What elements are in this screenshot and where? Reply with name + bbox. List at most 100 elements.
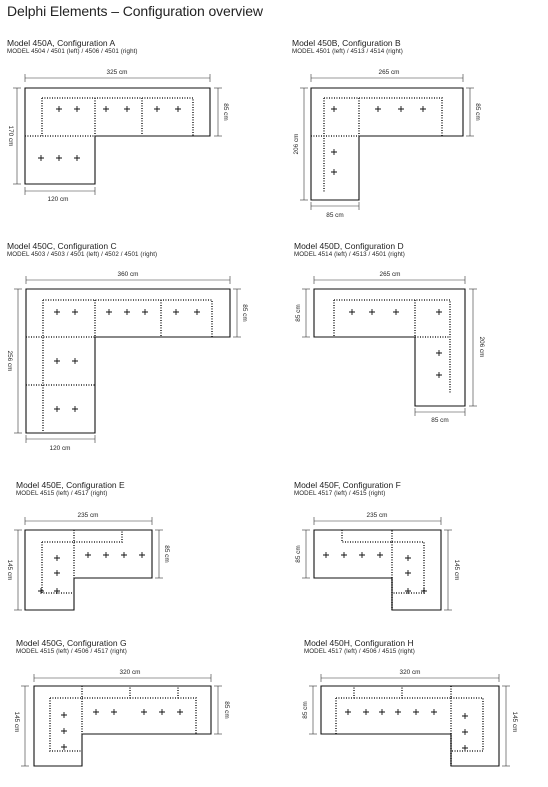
model-name: Model 450F, Configuration F: [294, 480, 401, 490]
width-dimension: 235 cm: [24, 512, 153, 525]
chaise-width-dimension: 85 cm: [414, 408, 466, 424]
dim-label: 85 cm: [326, 212, 343, 219]
config-f-header: Model 450F, Configuration F MODEL 4517 (…: [294, 480, 401, 498]
module-list: MODEL 4515 (left) / 4517 (right): [16, 490, 108, 497]
width-dimension: 265 cm: [313, 271, 466, 284]
model-name: Model 450D, Configuration D: [294, 241, 404, 251]
module-list: MODEL 4515 (left) / 4506 / 4517 (right): [16, 648, 127, 655]
dim-label: 206 cm: [478, 337, 485, 358]
seat-depth-dimension: 85 cm: [155, 529, 170, 579]
seat-cushion-markers: [38, 552, 145, 594]
dim-label: 85 cm: [222, 103, 229, 120]
dim-label: 170 cm: [7, 126, 14, 147]
seat-depth-dimension: 85 cm: [466, 87, 481, 137]
dim-label: 320 cm: [120, 669, 141, 676]
dim-label: 265 cm: [380, 271, 401, 278]
config-d-header: Model 450D, Configuration D MODEL 4514 (…: [294, 241, 405, 259]
config-e-diagram: 235 cm 145 cm 85 cm: [6, 512, 170, 611]
model-name: Model 450E, Configuration E: [16, 480, 125, 490]
sofa-outline: [24, 87, 211, 185]
dim-label: 145 cm: [6, 560, 13, 581]
dim-label: 145 cm: [13, 712, 20, 733]
sofa-outline: [25, 288, 231, 434]
sofa-outline: [313, 529, 442, 611]
dim-label: 85 cm: [431, 417, 448, 424]
seat-cushion-markers: [61, 709, 183, 750]
sofa-outline: [310, 87, 464, 201]
dim-label: 256 cm: [6, 351, 13, 372]
width-dimension: 320 cm: [33, 669, 212, 682]
model-name: Model 450A, Configuration A: [7, 38, 116, 48]
width-dimension: 360 cm: [25, 271, 231, 284]
module-list: MODEL 4504 / 4501 (left) / 4506 / 4501 (…: [7, 48, 138, 55]
seat-depth-dimension: 85 cm: [233, 288, 248, 338]
seat-cushion-markers: [331, 106, 426, 175]
depth-dimension: 206 cm: [469, 288, 485, 407]
model-name: Model 450B, Configuration B: [292, 38, 401, 48]
config-f-diagram: 235 cm 85 cm 145 cm: [295, 512, 460, 611]
dim-label: 235 cm: [78, 512, 99, 519]
seat-cushion-markers: [54, 309, 200, 412]
depth-dimension: 206 cm: [293, 87, 308, 201]
module-list: MODEL 4514 (left) / 4513 / 4501 (right): [294, 251, 405, 258]
dim-label: 85 cm: [302, 701, 309, 718]
seat-cushion-markers: [349, 309, 442, 378]
dim-label: 325 cm: [107, 69, 128, 76]
page-title: Delphi Elements – Configuration overview: [7, 3, 263, 19]
config-a-header: Model 450A, Configuration A MODEL 4504 /…: [7, 38, 138, 56]
config-b-diagram: 265 cm 206 cm 85 cm 85 cm: [293, 69, 481, 219]
sofa-outline: [24, 529, 153, 611]
seat-cushion-markers: [323, 552, 427, 594]
dim-label: 85 cm: [295, 545, 302, 562]
width-dimension: 320 cm: [320, 669, 500, 682]
config-h-diagram: 320 cm 85 cm 145 cm: [302, 669, 518, 767]
module-list: MODEL 4501 (left) / 4513 / 4514 (right): [292, 48, 403, 55]
model-name: Model 450H, Configuration H: [304, 638, 414, 648]
dim-label: 120 cm: [50, 445, 71, 452]
sofa-outline: [33, 685, 212, 767]
config-g-diagram: 320 cm 145 cm 85 cm: [13, 669, 230, 767]
dim-label: 85 cm: [223, 701, 230, 718]
dim-label: 145 cm: [453, 560, 460, 581]
config-h-header: Model 450H, Configuration H MODEL 4517 (…: [304, 638, 415, 656]
config-g-header: Model 450G, Configuration G MODEL 4515 (…: [16, 638, 127, 656]
dim-label: 85 cm: [295, 304, 302, 321]
sofa-outline: [320, 685, 500, 767]
width-dimension: 265 cm: [310, 69, 464, 82]
dim-label: 145 cm: [511, 712, 518, 733]
dim-label: 85 cm: [163, 545, 170, 562]
depth-dimension: 145 cm: [444, 529, 460, 611]
module-list: MODEL 4517 (left) / 4515 (right): [294, 490, 386, 497]
dim-label: 235 cm: [367, 512, 388, 519]
seat-depth-dimension: 85 cm: [295, 529, 310, 579]
depth-dimension: 145 cm: [13, 685, 29, 767]
dim-label: 85 cm: [474, 103, 481, 120]
config-d-diagram: 265 cm 85 cm 206 cm 85 cm: [295, 271, 485, 424]
model-name: Model 450C, Configuration C: [7, 241, 117, 251]
dim-label: 265 cm: [379, 69, 400, 76]
seat-depth-dimension: 85 cm: [214, 87, 229, 137]
module-list: MODEL 4503 / 4503 / 4501 (left) / 4502 /…: [7, 251, 158, 258]
dim-label: 206 cm: [293, 134, 300, 155]
depth-dimension: 170 cm: [7, 87, 21, 185]
dim-label: 360 cm: [118, 271, 139, 278]
dim-label: 320 cm: [400, 669, 421, 676]
seat-depth-dimension: 85 cm: [295, 288, 310, 338]
depth-dimension: 145 cm: [502, 685, 518, 767]
chaise-width-dimension: 120 cm: [25, 435, 96, 452]
depth-dimension: 145 cm: [6, 529, 22, 611]
width-dimension: 235 cm: [313, 512, 442, 525]
depth-dimension: 256 cm: [6, 288, 22, 434]
config-c-diagram: 360 cm 256 cm 85 cm 120 cm: [6, 271, 248, 452]
sofa-outline: [313, 288, 466, 407]
seat-cushion-markers: [345, 709, 468, 751]
config-c-header: Model 450C, Configuration C MODEL 4503 /…: [7, 241, 157, 259]
config-a-diagram: 325 cm 170 cm 85 cm 120 cm: [7, 69, 229, 203]
width-dimension: 325 cm: [24, 69, 211, 82]
chaise-width-dimension: 120 cm: [24, 187, 96, 203]
dim-label: 120 cm: [48, 196, 69, 203]
config-b-header: Model 450B, Configuration B MODEL 4501 (…: [292, 38, 403, 56]
seat-depth-dimension: 85 cm: [302, 685, 317, 735]
seat-cushion-markers: [38, 106, 181, 161]
seat-depth-dimension: 85 cm: [214, 685, 230, 735]
